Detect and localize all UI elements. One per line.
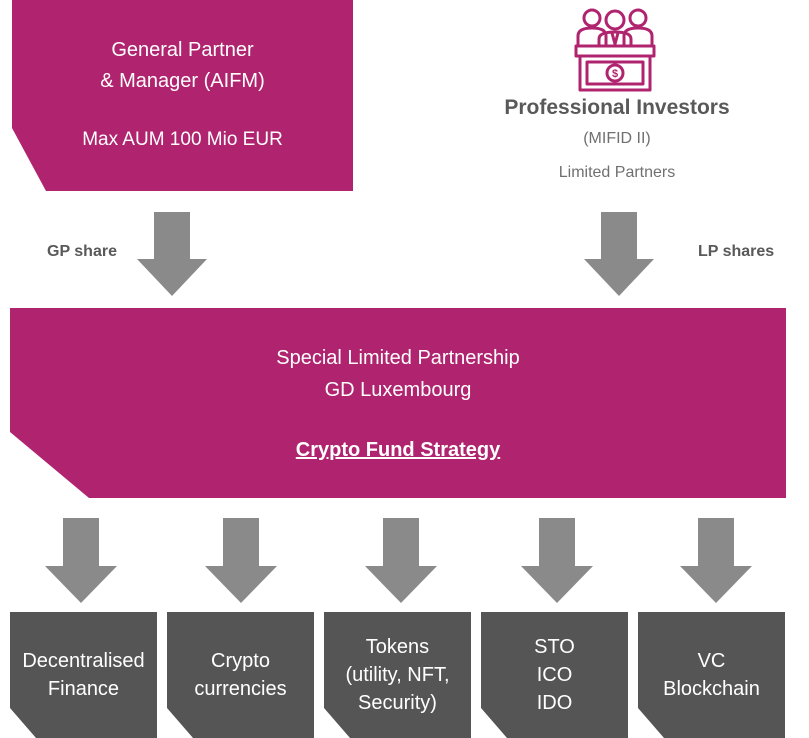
category-sto-ico-ido: STO ICO IDO (481, 612, 628, 738)
category-tokens: Tokens (utility, NFT, Security) (324, 612, 471, 738)
partnership-type: Special Limited Partnership (276, 347, 520, 369)
category-arrow-4 (521, 518, 593, 603)
special-limited-partnership-box: Special Limited Partnership GD Luxembour… (10, 308, 786, 498)
category-arrow-1 (45, 518, 117, 603)
lp-shares-label: LP shares (698, 243, 775, 260)
investors-regulation: (MIFID II) (583, 130, 651, 147)
category-arrow-5 (680, 518, 752, 603)
partnership-jurisdiction: GD Luxembourg (324, 379, 472, 401)
gp-share-arrow (137, 212, 207, 296)
category-label: STO ICO IDO (534, 636, 575, 714)
category-arrow-3 (365, 518, 437, 603)
svg-text:$: $ (612, 68, 618, 80)
category-vc-blockchain: VC Blockchain (638, 612, 785, 738)
category-arrow-2 (205, 518, 277, 603)
category-cryptocurrencies: Crypto currencies (167, 612, 314, 738)
category-label: Crypto currencies (194, 650, 287, 700)
gp-share-label: GP share (47, 243, 117, 260)
category-label: VC Blockchain (663, 650, 760, 700)
lp-shares-arrow (584, 212, 654, 296)
investors-role: Limited Partners (558, 164, 676, 181)
fund-strategy-link[interactable]: Crypto Fund Strategy (295, 439, 501, 461)
gp-title-line2: & Manager (AIFM) (100, 70, 265, 92)
investors-title: Professional Investors (504, 96, 730, 119)
category-label: Tokens (utility, NFT, Security) (345, 636, 450, 714)
category-decentralised-finance: Decentralised Finance (10, 612, 157, 738)
general-partner-box: General Partner & Manager (AIFM) Max AUM… (12, 0, 353, 191)
gp-aum-limit: Max AUM 100 Mio EUR (82, 129, 283, 150)
category-label: Decentralised Finance (22, 650, 145, 700)
investors-at-desk-icon: $ (574, 8, 656, 92)
gp-title-line1: General Partner (111, 39, 254, 61)
